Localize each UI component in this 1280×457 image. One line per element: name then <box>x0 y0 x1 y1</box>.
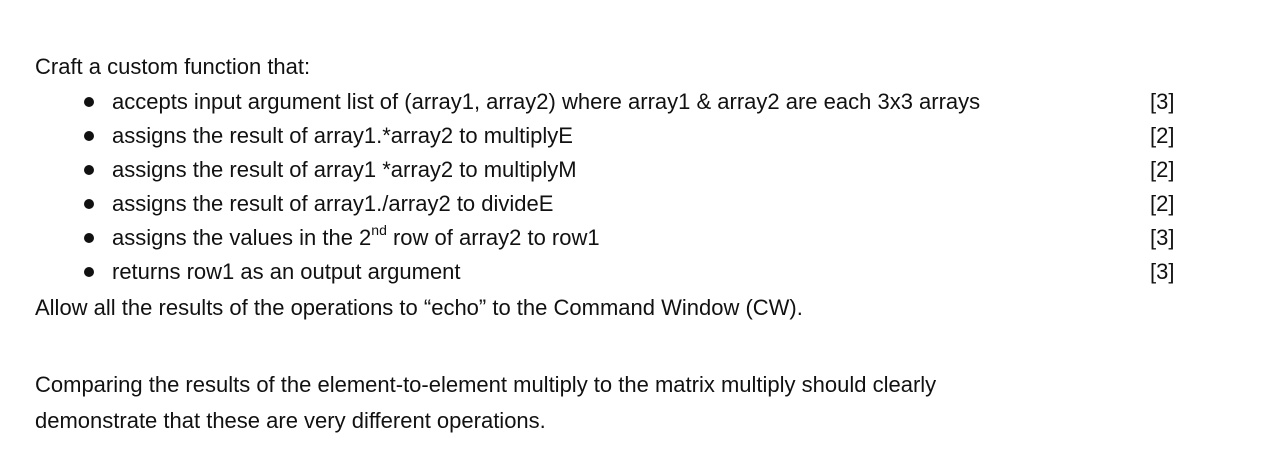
list-item: returns row1 as an output argument [3] <box>0 257 1280 291</box>
list-item: assigns the result of array1./array2 to … <box>0 189 1280 223</box>
marks-label: [2] <box>1150 157 1175 182</box>
list-item: accepts input argument list of (array1, … <box>0 87 1280 121</box>
bullet-icon <box>84 233 94 243</box>
list-item-text: assigns the result of array1 *array2 to … <box>112 157 577 182</box>
bullet-icon <box>84 131 94 141</box>
list-item: assigns the result of array1.*array2 to … <box>0 121 1280 155</box>
ordinal-superscript: nd <box>371 221 387 238</box>
requirements-list: accepts input argument list of (array1, … <box>0 87 1280 291</box>
marks-label: [3] <box>1150 259 1175 284</box>
list-item-text: assigns the result of array1.*array2 to … <box>112 123 573 148</box>
bullet-icon <box>84 97 94 107</box>
list-item-text: accepts input argument list of (array1, … <box>112 89 981 114</box>
list-item: assigns the result of array1 *array2 to … <box>0 155 1280 189</box>
bullet-icon <box>84 199 94 209</box>
list-item-text: assigns the result of array1./array2 to … <box>112 191 554 216</box>
closing-line: demonstrate that these are very differen… <box>35 408 546 433</box>
closing-line: Comparing the results of the element-to-… <box>35 372 937 397</box>
marks-label: [2] <box>1150 191 1175 216</box>
intro-text: Craft a custom function that: <box>35 54 311 79</box>
list-item-text: assigns the values in the 2nd row of arr… <box>112 223 600 253</box>
list-item: assigns the values in the 2nd row of arr… <box>0 223 1280 257</box>
marks-label: [2] <box>1150 123 1175 148</box>
list-item-text-before: assigns the values in the 2 <box>112 225 372 250</box>
bullet-icon <box>84 165 94 175</box>
marks-label: [3] <box>1150 89 1175 114</box>
echo-instruction: Allow all the results of the operations … <box>35 295 803 320</box>
list-item-text: returns row1 as an output argument <box>112 259 461 284</box>
marks-label: [3] <box>1150 225 1175 250</box>
bullet-icon <box>84 267 94 277</box>
list-item-text-after: row of array2 to row1 <box>386 225 600 250</box>
closing-paragraph: Comparing the results of the element-to-… <box>35 367 1185 439</box>
